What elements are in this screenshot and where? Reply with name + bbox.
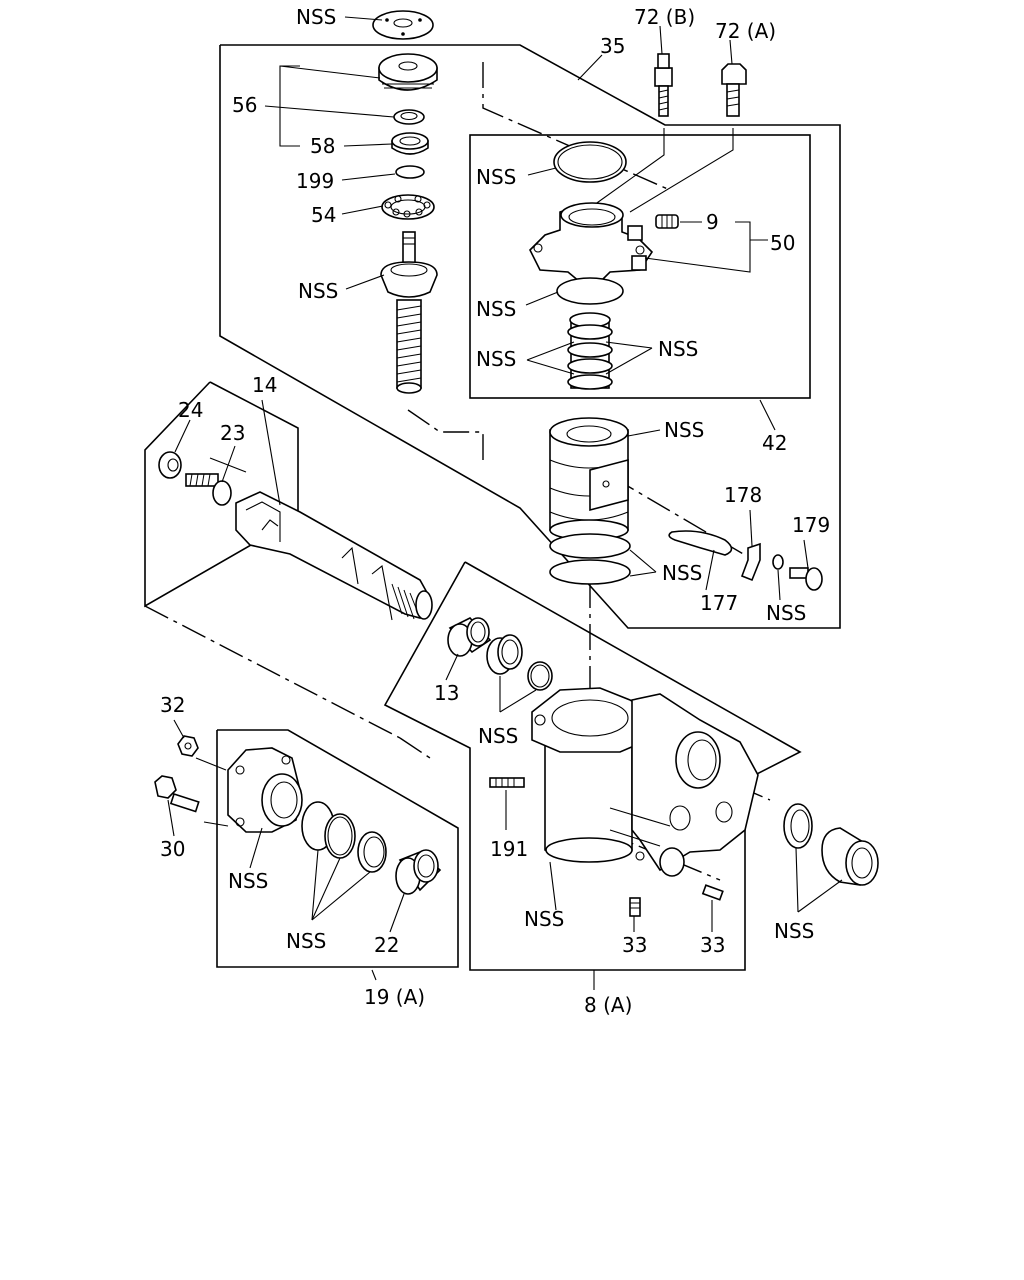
right-adapter-part xyxy=(821,827,879,886)
label-179: 179 xyxy=(792,513,830,537)
bearing-race-58-part xyxy=(391,132,429,155)
bolt-30-part xyxy=(154,775,200,813)
label-nss-rings-right: NSS xyxy=(658,337,698,361)
bolt-179-part xyxy=(789,567,823,591)
label-33-left: 33 xyxy=(622,933,647,957)
stud-191-part xyxy=(489,777,525,788)
bolt-72a-part xyxy=(721,63,747,117)
group-19a-frame xyxy=(216,729,459,968)
clamp-178-part xyxy=(740,542,761,582)
label-24: 24 xyxy=(178,398,203,422)
bearing-13-part xyxy=(447,617,492,657)
label-72a: 72 (A) xyxy=(715,19,776,43)
label-nss-bushing: NSS xyxy=(478,724,518,748)
group-8a-frame xyxy=(383,561,802,971)
label-nss-washer: NSS xyxy=(766,601,806,625)
label-54: 54 xyxy=(311,203,336,227)
valve-housing-parts xyxy=(529,141,679,390)
sector-shaft-14-part xyxy=(235,491,433,621)
plug-9-part xyxy=(655,214,679,229)
adjuster-screw-23-part xyxy=(185,473,232,506)
piston-rings-part xyxy=(549,533,631,585)
washer-part xyxy=(772,554,784,570)
label-14: 14 xyxy=(252,373,277,397)
label-nss-piston: NSS xyxy=(664,418,704,442)
label-72b: 72 (B) xyxy=(634,5,695,29)
input-shaft-part xyxy=(380,231,438,394)
label-33-right: 33 xyxy=(700,933,725,957)
washer-56-part xyxy=(393,109,425,125)
nut-24-part xyxy=(158,451,182,479)
group-35-frame xyxy=(219,44,841,629)
ball-bearing-54-part xyxy=(381,194,435,220)
group-frames xyxy=(144,44,841,971)
valve-body-50-part xyxy=(529,202,654,283)
callout-labels: NSS 72 (B) 72 (A) 35 56 58 199 54 NSS NS… xyxy=(160,5,830,1017)
right-seal-part xyxy=(783,803,813,849)
label-35: 35 xyxy=(600,34,625,58)
gear-housing-8a-part xyxy=(531,687,759,877)
label-23: 23 xyxy=(220,421,245,445)
upper-bearing-stack xyxy=(372,10,438,394)
seal-rings-stack-part xyxy=(567,312,613,390)
group-14-frame xyxy=(144,381,299,608)
plug-33-right-part xyxy=(701,884,724,901)
leader-lines xyxy=(167,16,843,990)
label-nss-cover: NSS xyxy=(228,869,268,893)
label-56: 56 xyxy=(232,93,257,117)
label-22: 22 xyxy=(374,933,399,957)
side-cover-19a-part xyxy=(227,747,303,833)
label-nss-o-ring: NSS xyxy=(476,165,516,189)
ring-199-part xyxy=(395,165,425,179)
label-177: 177 xyxy=(700,591,738,615)
bearing-22-part xyxy=(395,849,442,895)
label-nss-top-plate: NSS xyxy=(296,5,336,29)
label-178: 178 xyxy=(724,483,762,507)
label-42: 42 xyxy=(762,431,787,455)
label-nss-right-seal: NSS xyxy=(774,919,814,943)
label-9: 9 xyxy=(706,210,719,234)
label-199: 199 xyxy=(296,169,334,193)
label-58: 58 xyxy=(310,134,335,158)
label-nss-rings-left: NSS xyxy=(476,347,516,371)
cover-seals-part xyxy=(301,801,387,873)
ball-guide-177-part xyxy=(668,530,733,556)
label-50: 50 xyxy=(770,231,795,255)
label-8a: 8 (A) xyxy=(584,993,632,1017)
label-nss-seal: NSS xyxy=(476,297,516,321)
plug-33-left-part xyxy=(629,897,641,917)
label-13: 13 xyxy=(434,681,459,705)
label-19a: 19 (A) xyxy=(364,985,425,1009)
label-32: 32 xyxy=(160,693,185,717)
o-ring-part xyxy=(553,141,627,183)
top-plate-part xyxy=(372,10,434,40)
ball-nut-piston-part xyxy=(549,417,629,541)
bolt-leader-lines xyxy=(593,128,734,213)
label-nss-piston-rings: NSS xyxy=(662,561,702,585)
label-30: 30 xyxy=(160,837,185,861)
label-nss-input-shaft: NSS xyxy=(298,279,338,303)
label-nss-housing: NSS xyxy=(524,907,564,931)
bolt-72b-part xyxy=(654,53,673,117)
label-191: 191 xyxy=(490,837,528,861)
bushing-seal-part xyxy=(486,634,553,691)
label-nss-cover-seals: NSS xyxy=(286,929,326,953)
nut-32-part xyxy=(177,735,199,757)
adjuster-cap-part xyxy=(378,53,438,91)
group-42-frame xyxy=(469,134,811,399)
